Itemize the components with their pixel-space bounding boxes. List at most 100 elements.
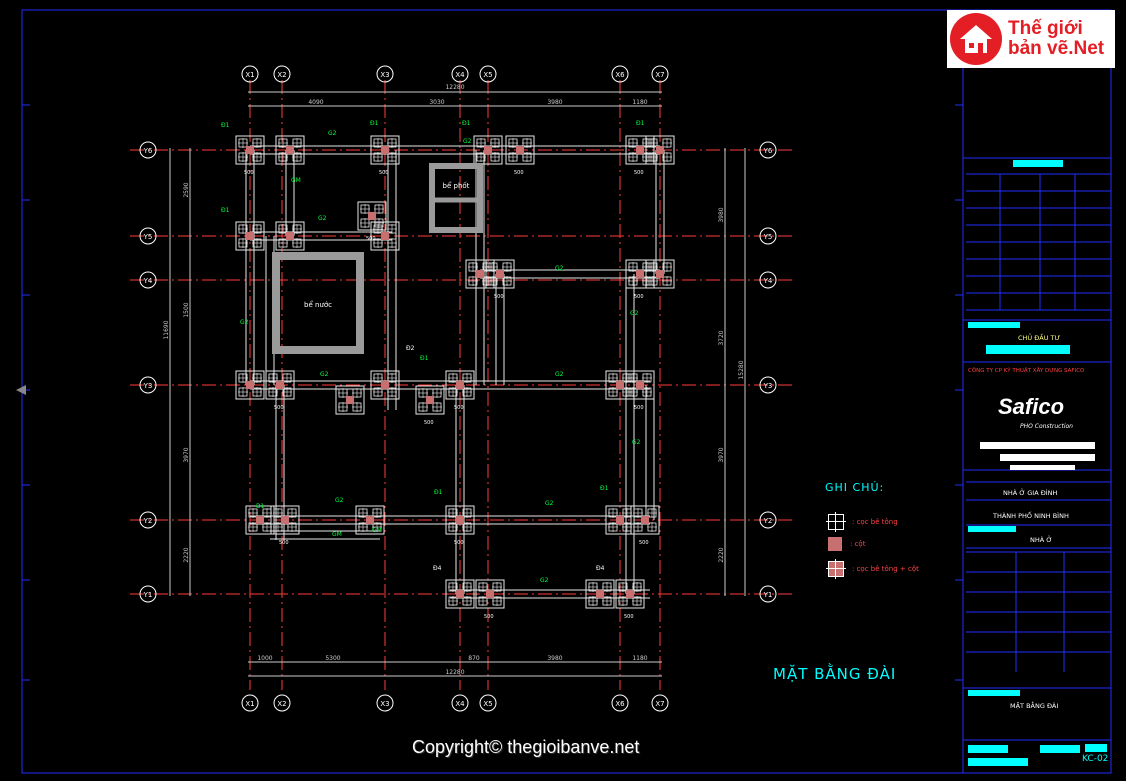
column [286,232,294,240]
site-logo[interactable]: Thế giới bản vẽ.Net [947,10,1115,68]
pile-cap [275,135,305,165]
legend-title: GHI CHÚ: [825,481,885,494]
pile-label: Đ1 [256,503,265,510]
grid-bubble [139,271,157,289]
grid-label-Y4: Y4 [143,277,153,285]
copyright-text: Copyright© thegioibanve.net [412,737,640,757]
dim-bottom-total-text: 12280 [445,669,464,676]
cap-dim: 500 [634,405,644,411]
column [381,146,389,154]
dim-top-segment: 3980 [547,99,562,106]
cap-dim: 500 [424,420,434,426]
dim-right-value: 3970 [718,447,725,462]
grid-bubble [759,227,777,245]
tb-white-bar [980,442,1095,449]
grid-bubble [376,65,394,83]
grid-bubble [139,227,157,245]
dim-top-segment: 4090 [308,99,323,106]
cap-dim: 500 [454,540,464,546]
column [246,381,254,389]
cap-dim: 500 [279,540,289,546]
grid-bubble [611,65,629,83]
grid-bubble [241,694,259,712]
grid-label-Y2: Y2 [763,517,773,525]
pile-cap [445,505,475,535]
grid-bubble [376,694,394,712]
grid-bubble [759,141,777,159]
tb-cyan-bar [986,345,1070,354]
pile-cap [605,370,635,400]
pile-label: Đ1 [221,122,230,129]
pile-cap [473,135,503,165]
grid-label-X2: X2 [277,700,286,708]
pile-label: Đ1 [420,355,429,362]
owner-label: CHỦ ĐẦU TƯ [1018,334,1061,342]
grid-bubble [479,694,497,712]
legend-item-pile-column: : cọc bê tông + cột [826,559,919,579]
cap-dim: 500 [484,614,494,620]
column [496,270,504,278]
beam-label-g2: G2 [335,497,344,504]
pile-label: Đ1 [434,489,443,496]
pile-cap [245,505,275,535]
pile-cap [475,579,505,609]
project-type: NHÀ Ở [1030,536,1053,544]
drawing-name: MẶT BẰNG ĐÀI [1010,702,1059,710]
grid-label-X5: X5 [483,71,492,79]
pile-label: Đ1 [636,120,645,127]
cap-dim: 500 [366,236,376,242]
column [641,516,649,524]
column [456,381,464,389]
column [596,590,604,598]
tb-cyan-bar [968,758,1028,766]
pile-cap [355,505,385,535]
cap-dim: 500 [379,170,389,176]
column [456,516,464,524]
cap-dim: 500 [244,170,254,176]
pile-icon [826,512,846,532]
tb-cyan-bar [968,526,1016,532]
dim-right-value: 2220 [718,547,725,562]
legend-item-pile: : cọc bê tông [826,512,898,532]
column [246,232,254,240]
column [484,146,492,154]
project-name: NHÀ Ở GIA ĐÌNH [1003,489,1058,497]
column [281,516,289,524]
pile-cap [370,221,400,251]
grid-bubble [273,694,291,712]
grid-bubble [651,694,669,712]
pile-cap [275,221,305,251]
tb-cyan-bar [968,322,1020,328]
grid-bubble [451,65,469,83]
column [626,590,634,598]
pile-cap [235,221,265,251]
beam-label-g2: G2 [328,130,337,137]
pile-cap [270,505,300,535]
grid-bubble [451,694,469,712]
dim-bottom-segment: 5300 [325,655,340,662]
sheet-border [21,9,1112,774]
grid-bubble [139,511,157,529]
dim-bottom-segment: 870 [468,655,480,662]
plan-title: MẶT BẰNG ĐÀI [773,665,897,683]
cap-dim: 500 [494,294,504,300]
grid-label-X6: X6 [615,71,625,79]
pile-label: Đ4 [433,565,442,572]
column [456,590,464,598]
dim-top-segment: 3030 [429,99,444,106]
pile-label: Đ1 [462,120,471,127]
tb-cyan-bar [1013,160,1063,167]
tb-white-bar [1000,454,1095,461]
beam-label-g2: G2 [540,577,549,584]
beam-label-g2: G2 [463,138,472,145]
pile-cap [625,370,655,400]
pile-cap [265,370,295,400]
pile-column-icon [826,559,846,579]
safico-tagline: PHO Construction [1020,423,1073,430]
pile-cap [370,135,400,165]
dim-left-value: 2220 [183,547,190,562]
grid-label-X1: X1 [245,71,254,79]
dim-left-value: 1500 [183,302,190,317]
column [286,146,294,154]
column [366,516,374,524]
